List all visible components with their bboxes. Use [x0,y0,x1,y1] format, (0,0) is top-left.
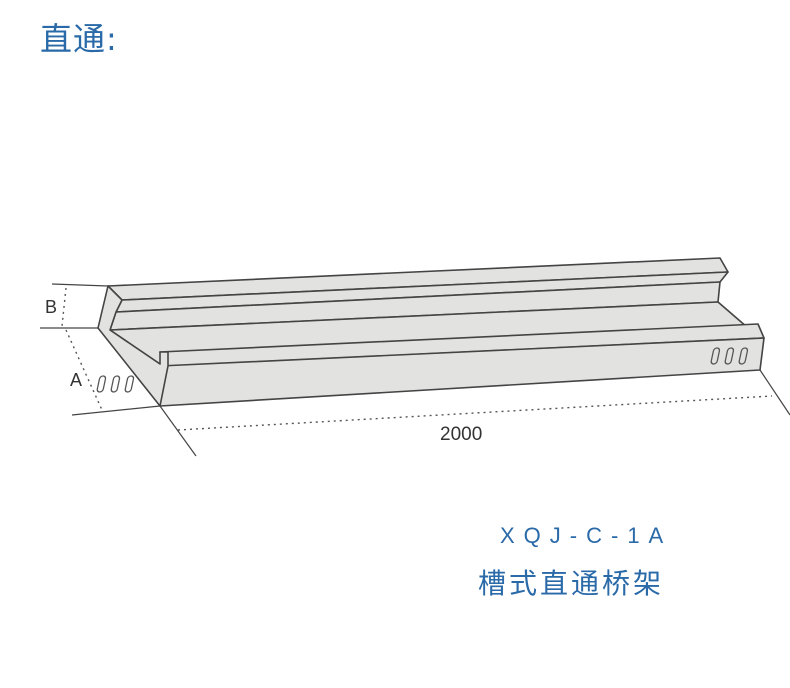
page-title: 直通: [40,20,118,58]
model-number: XQJ-C-1A [500,523,673,548]
dimension-label-height: B [45,297,58,317]
slot-holes-left [96,375,135,393]
dimension-label-width: A [70,370,83,390]
end-profile [97,285,169,407]
slot-holes-right [710,347,749,365]
product-name: 槽式直通桥架 [478,567,665,600]
dimension-label-length: 2000 [440,424,483,445]
